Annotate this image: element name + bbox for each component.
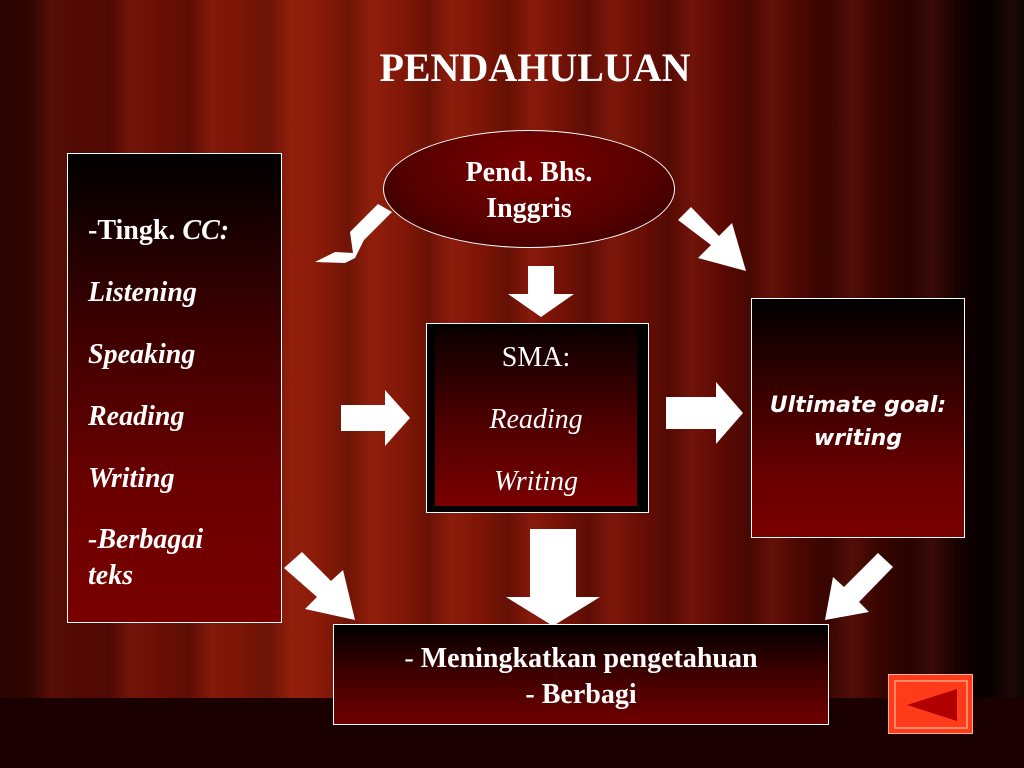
skill-item: Speaking xyxy=(88,339,196,370)
ellipse-line-2: Inggris xyxy=(486,193,572,224)
arrow-left-to-bottom xyxy=(284,552,355,620)
previous-slide-icon xyxy=(894,680,968,729)
ellipse-line-1: Pend. Bhs. xyxy=(465,157,593,188)
outcome-line-1: - Meningkatkan pengetahuan xyxy=(334,641,828,677)
goal-line-2: writing xyxy=(813,426,903,451)
arrow-ellipse-to-right xyxy=(678,207,746,271)
outcome-line-1-text: Meningkatkan pengetahuan xyxy=(420,643,758,674)
skills-heading-prefix: -Tingk. xyxy=(88,215,183,246)
slide-title: PENDAHULUAN xyxy=(379,45,691,90)
skills-heading: -Tingk. CC: xyxy=(88,200,281,262)
skills-box: -Tingk. CC: Listening Speaking Reading W… xyxy=(67,153,282,623)
sma-box-inner: SMA: Reading Writing xyxy=(435,328,637,506)
skill-item: Reading xyxy=(88,401,185,432)
goal-line-1: Ultimate goal: xyxy=(769,393,947,418)
outcome-dash: - xyxy=(404,643,421,674)
arrow-left-to-center xyxy=(341,390,410,446)
sma-heading: SMA: xyxy=(501,342,571,373)
sma-item: Writing xyxy=(493,466,578,497)
arrow-ellipse-to-left xyxy=(315,204,392,263)
skill-item-texts: -Berbagai teks xyxy=(88,524,204,591)
arrow-right-to-bottom xyxy=(825,553,893,620)
arrow-ellipse-to-center xyxy=(508,266,574,317)
arrow-center-to-right xyxy=(666,382,743,444)
skill-item: Listening xyxy=(88,277,197,308)
subject-ellipse: Pend. Bhs. Inggris xyxy=(383,130,675,248)
outcome-box: - Meningkatkan pengetahuan - Berbagi xyxy=(333,624,829,725)
sma-item: Reading xyxy=(489,404,583,435)
sma-box: SMA: Reading Writing xyxy=(426,323,649,513)
previous-slide-button[interactable] xyxy=(888,674,973,734)
skills-heading-italic: CC: xyxy=(182,215,230,246)
arrow-center-to-bottom xyxy=(506,529,600,626)
skill-item: Writing xyxy=(88,463,175,494)
outcome-line-2: - Berbagi xyxy=(525,679,637,710)
goal-box: Ultimate goal: writing xyxy=(751,298,965,538)
